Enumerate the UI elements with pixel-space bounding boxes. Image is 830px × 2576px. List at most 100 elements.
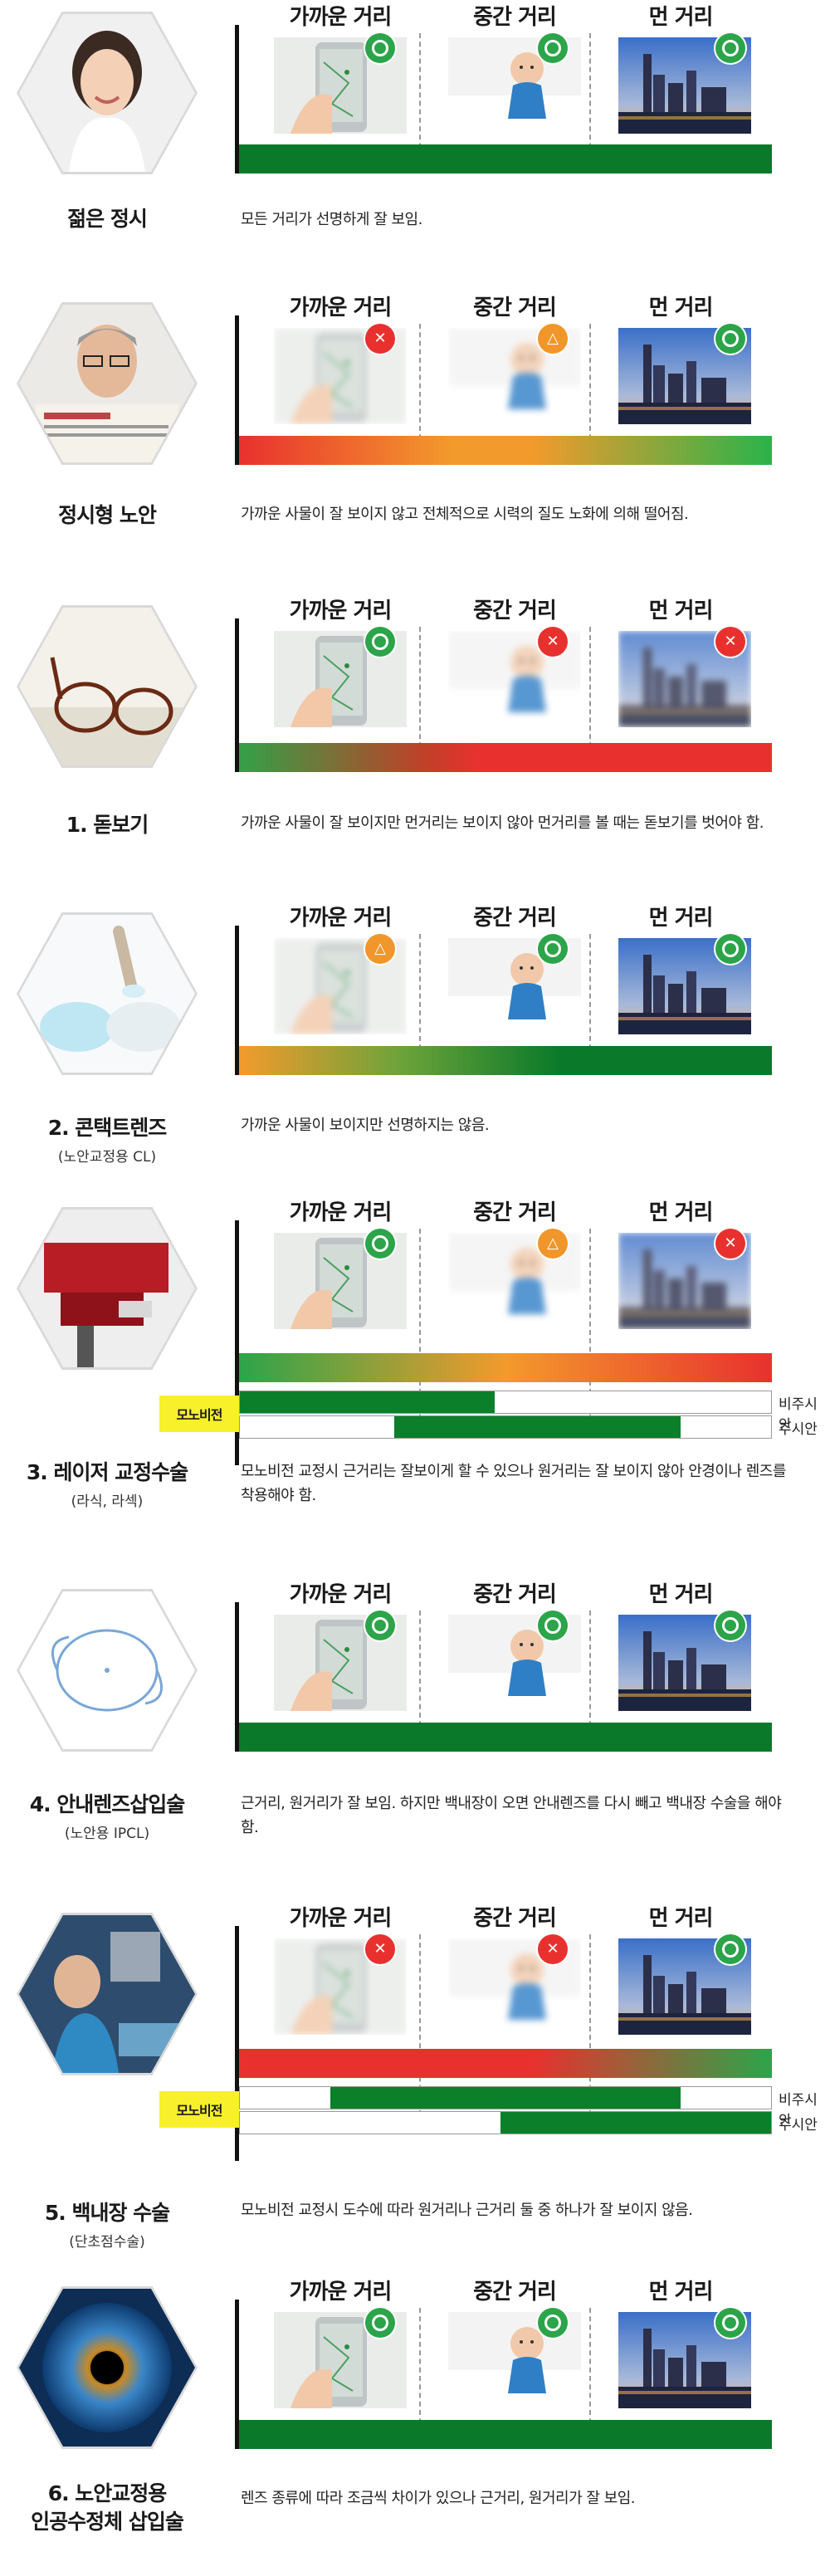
vision-quality-bar [239,2049,772,2078]
x-mark-icon: ✕ [365,1934,395,1964]
distance-label: 가까운 거리 [289,1582,393,1607]
clear-circle-icon [715,1611,745,1640]
near-distance-phone-photo [274,631,407,727]
hexagon-image-frame [17,605,198,768]
vision-quality-bar [239,1046,772,1075]
section-subtitle: (노안교정용 CL) [57,1149,157,1166]
clear-circle-icon [365,1229,395,1259]
non-dominant-eye-label: 비주시안 [779,1396,818,1434]
section-title: 5. 백내장 수술 [44,2201,170,2225]
distance-label: 가까운 거리 [289,5,393,30]
vision-quality-bar [239,2420,772,2449]
clear-circle-icon [715,33,745,63]
x-mark-icon: ✕ [365,324,395,354]
near-distance-phone-photo [274,37,407,134]
x-mark-icon: ✕ [715,1229,745,1259]
distance-label: 가까운 거리 [289,296,393,320]
column-divider [419,1611,421,1752]
chart-axis [235,315,239,465]
vision-quality-bar [239,1723,772,1752]
clear-circle-icon [538,2308,568,2338]
triangle-icon: △ [538,324,568,354]
section-title: 정시형 노안 [58,503,157,527]
implant-lens-photo [19,1591,195,1749]
chart-axis [235,1220,239,1465]
distance-label: 가까운 거리 [289,2280,393,2305]
vision-quality-bar [239,436,772,465]
clear-circle-icon [715,324,745,354]
clear-range-fill [393,1416,681,1438]
column-divider [589,1611,591,1752]
clear-range-fill [240,1391,496,1413]
distance-label: 가까운 거리 [289,906,393,931]
distance-label: 가까운 거리 [289,1200,393,1225]
surgeon-microscope-photo [19,1915,195,2073]
distance-label: 중간 거리 [473,296,557,320]
chart-axis [235,618,239,772]
distance-label: 먼 거리 [648,1582,714,1607]
near-distance-phone-photo [274,1615,407,1711]
section-title: 1. 돋보기 [66,813,149,837]
mid-distance-child-photo [448,1233,581,1329]
distance-label: 중간 거리 [473,5,557,30]
column-divider [419,934,421,1075]
dominant-eye-label: 주시안 [779,2117,818,2134]
section-subtitle: 인공수정체 삽입술 [31,2510,184,2534]
dominant-eye-label: 주시안 [779,1421,818,1438]
non-dominant-eye-row [239,1391,772,1414]
chart-axis [235,25,239,174]
clear-circle-icon [365,627,395,657]
distance-label: 먼 거리 [648,2280,714,2305]
distance-label: 먼 거리 [648,906,714,931]
laser-machine-photo [19,1210,195,1367]
section-description: 근거리, 원거리가 잘 보임. 하지만 백내장이 오면 안내렌즈를 다시 빼고 … [241,1795,782,1836]
non-dominant-eye-label: 비주시안 [779,2092,818,2129]
x-mark-icon: ✕ [538,1934,568,1964]
column-divider [589,1229,591,1436]
chart-axis [235,926,239,1075]
section-description: 모노비전 교정시 근거리는 잘보이게 할 수 있으나 원거리는 잘 보이지 않아… [241,1463,786,1504]
clear-range-fill [330,2087,681,2109]
young-woman-photo [19,14,195,172]
column-divider [419,2308,421,2449]
hexagon-image-frame [17,1589,198,1752]
section-title: 4. 안내렌즈삽입술 [29,1792,186,1816]
column-divider [419,1229,421,1436]
hexagon-image-frame [17,302,198,465]
clear-circle-icon [365,1611,395,1640]
mid-distance-child-photo [448,1938,581,2035]
mid-distance-child-photo [448,1615,581,1711]
section-title: 6. 노안교정용 [47,2481,168,2505]
eye-iris-photo [19,2289,195,2446]
hexagon-image-frame [17,12,198,174]
section-title: 2. 콘택트렌즈 [47,1116,168,1140]
column-divider [419,324,421,465]
monovision-tag: 모노비전 [159,1396,239,1432]
near-distance-phone-photo [274,1938,407,2035]
section-title: 젊은 정시 [67,207,148,231]
column-divider [589,627,591,772]
section-description: 가까운 사물이 보이지만 선명하지는 않음. [241,1117,490,1134]
distance-label: 중간 거리 [473,2280,557,2305]
clear-circle-icon [715,1934,745,1964]
column-divider [589,934,591,1075]
section-subtitle: (라식, 라섹) [71,1493,144,1510]
section-description: 가까운 사물이 잘 보이지만 먼거리는 보이지 않아 먼거리를 볼 때는 돋보기… [241,814,764,832]
section-description: 가까운 사물이 잘 보이지 않고 전체적으로 시력의 질도 노화에 의해 떨어짐… [241,506,689,523]
triangle-icon: △ [365,934,395,964]
elderly-man-newspaper-photo [19,305,195,462]
distance-label: 먼 거리 [648,5,714,30]
x-mark-icon: ✕ [538,627,568,657]
distance-label: 중간 거리 [473,1582,557,1607]
clear-circle-icon [365,2308,395,2338]
hexagon-image-frame [17,912,198,1075]
distance-label: 먼 거리 [648,599,714,623]
monovision-tag: 모노비전 [159,2091,239,2128]
vision-quality-bar [239,1353,772,1382]
reading-glasses-photo [19,608,195,765]
